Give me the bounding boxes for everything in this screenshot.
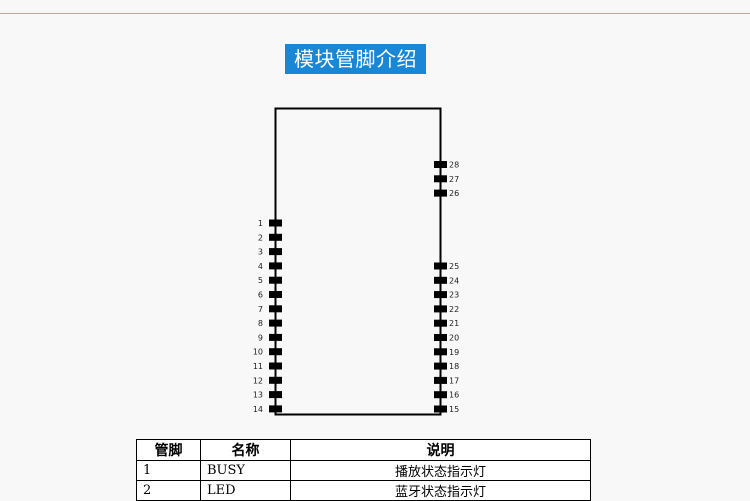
- pin-pad-25: [434, 262, 447, 270]
- pin-label-17: 17: [449, 376, 459, 385]
- pin-pad-23: [434, 291, 447, 299]
- pin-label-16: 16: [449, 391, 459, 400]
- pin-pad-27: [434, 175, 447, 183]
- pin-label-18: 18: [449, 362, 459, 371]
- pin-label-7: 7: [258, 305, 263, 314]
- pin-label-5: 5: [258, 276, 263, 285]
- pin-label-3: 3: [258, 248, 263, 257]
- pin-pad-6: [269, 291, 282, 298]
- pin-pad-10: [269, 348, 282, 356]
- table-row: 1 BUSY 播放状态指示灯: [136, 460, 591, 481]
- cell-description: 播放状态指示灯: [290, 460, 591, 481]
- pin-label-14: 14: [253, 405, 263, 414]
- pin-pad-13: [269, 391, 282, 399]
- pin-pad-7: [269, 305, 282, 313]
- pin-label-22: 22: [449, 305, 459, 314]
- pin-label-20: 20: [449, 334, 459, 343]
- pin-label-13: 13: [253, 391, 263, 400]
- pin-label-25: 25: [449, 262, 459, 271]
- pin-pad-17: [434, 376, 447, 384]
- header-description: 说明: [290, 439, 591, 461]
- pin-label-15: 15: [449, 405, 459, 414]
- pin-pad-14: [269, 405, 282, 413]
- pin-label-8: 8: [258, 319, 263, 328]
- pin-pad-26: [434, 189, 447, 197]
- pin-label-19: 19: [449, 348, 459, 357]
- pin-label-26: 26: [449, 189, 459, 198]
- pin-pad-1: [269, 219, 282, 227]
- pin-pad-22: [434, 305, 447, 313]
- pin-pad-28: [434, 161, 447, 168]
- pin-pad-24: [434, 276, 447, 284]
- pin-pad-15: [434, 405, 447, 413]
- pin-pad-18: [434, 362, 447, 370]
- cell-name: BUSY: [200, 460, 291, 481]
- header-pin: 管脚: [136, 439, 201, 461]
- pin-label-27: 27: [449, 175, 459, 184]
- header-name: 名称: [200, 439, 291, 461]
- pin-label-6: 6: [258, 291, 263, 300]
- pin-label-21: 21: [449, 319, 459, 328]
- pin-label-24: 24: [449, 276, 459, 285]
- pin-label-11: 11: [253, 362, 263, 371]
- pin-label-28: 28: [449, 161, 459, 170]
- page-title: 模块管脚介绍: [285, 44, 426, 74]
- module-outline: [274, 107, 442, 416]
- pin-pad-5: [269, 276, 282, 284]
- pin-pad-19: [434, 348, 447, 356]
- pin-pad-4: [269, 262, 282, 270]
- top-divider: [0, 13, 750, 14]
- pins-layer: 1234567891011121314252423222120191817161…: [253, 161, 459, 415]
- pin-label-2: 2: [258, 233, 263, 242]
- pin-label-1: 1: [258, 219, 263, 228]
- pin-pad-12: [269, 376, 282, 384]
- pin-pad-8: [269, 319, 282, 327]
- pin-pad-2: [269, 233, 282, 241]
- pin-label-4: 4: [258, 262, 263, 271]
- pin-label-23: 23: [449, 291, 459, 300]
- pin-pad-11: [269, 362, 282, 370]
- pin-pad-9: [269, 333, 282, 341]
- pin-pad-16: [434, 391, 447, 399]
- pin-label-9: 9: [258, 333, 263, 342]
- table-header-row: 管脚 名称 说明: [136, 439, 591, 461]
- pin-table: 管脚 名称 说明 1 BUSY 播放状态指示灯 2 LED 蓝牙状态指示灯: [136, 439, 591, 501]
- pin-label-10: 10: [253, 348, 263, 357]
- pin-pad-21: [434, 319, 447, 327]
- pin-pad-3: [269, 248, 282, 256]
- cell-pin: 1: [136, 460, 201, 481]
- pin-label-12: 12: [253, 376, 263, 385]
- pin-pad-20: [434, 334, 447, 341]
